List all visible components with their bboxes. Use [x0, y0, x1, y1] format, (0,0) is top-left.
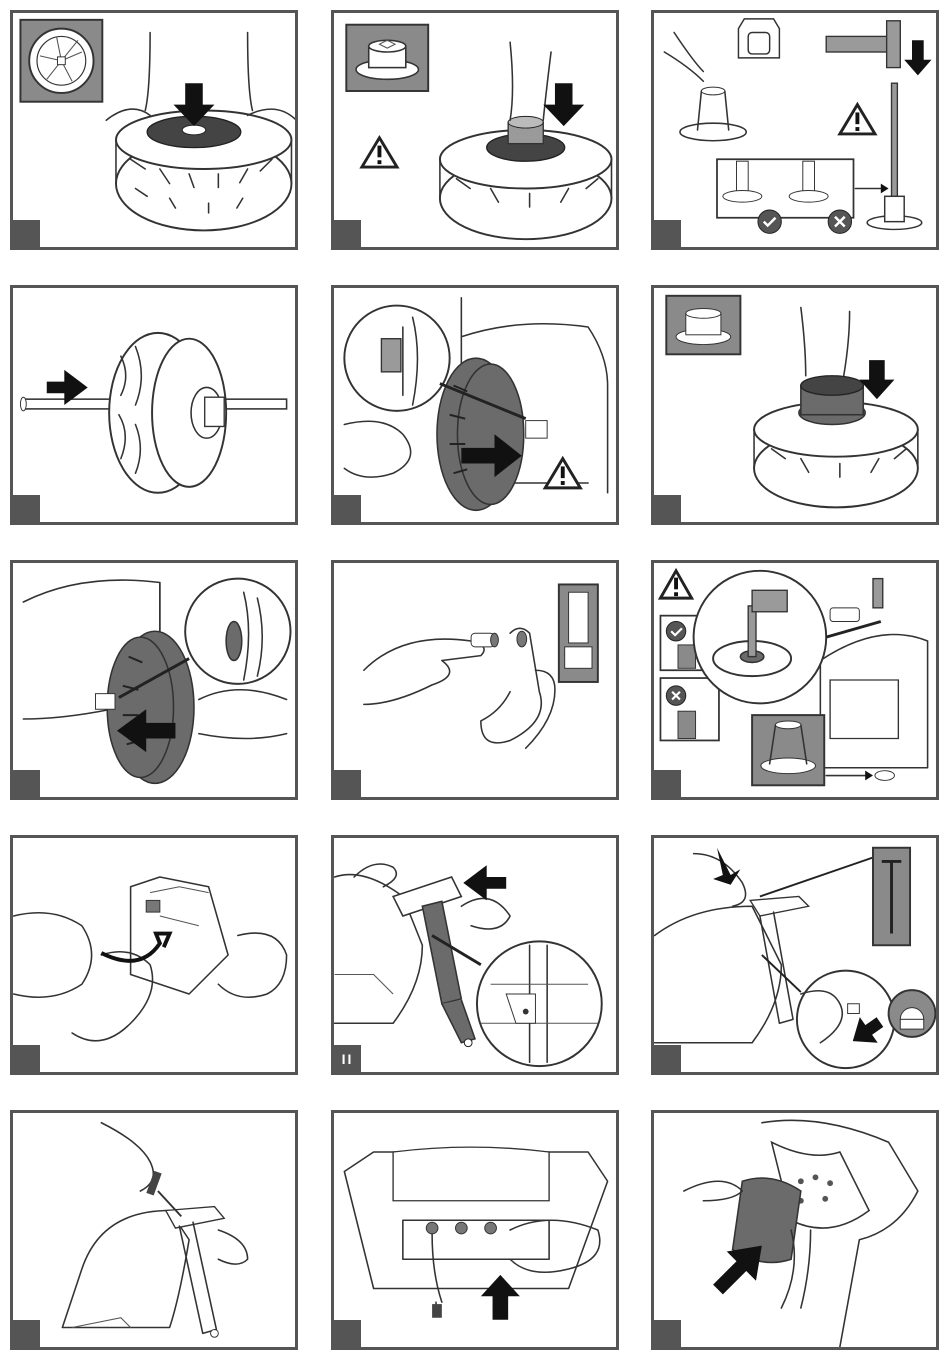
- mount-wheel-left-illustration: [13, 563, 295, 797]
- screw-bolt-illustration: [654, 838, 936, 1072]
- curved-arrow-icon: [101, 934, 169, 961]
- step-number-badge: [13, 1320, 40, 1347]
- steering-column-illustration: [334, 838, 616, 1072]
- step-panel-7: [10, 560, 298, 800]
- detail-zoom-circle: [797, 971, 895, 1069]
- wheel-nut-illustration: [334, 13, 616, 247]
- step-panel-1: [10, 10, 298, 250]
- mount-wheel-illustration: [334, 288, 616, 522]
- step-panel-8: [331, 560, 619, 800]
- step-number-badge: [13, 770, 40, 797]
- hands-cap-illustration: [334, 563, 616, 797]
- screwdriver-illustration: [13, 1113, 295, 1347]
- check-circle-icon: [666, 622, 686, 642]
- step-number-badge: [13, 1045, 40, 1072]
- step-panel-14: [331, 1110, 619, 1350]
- step-number-badge: [13, 220, 40, 247]
- connector-plug-illustration: [13, 838, 295, 1072]
- step-number-badge: [654, 770, 681, 797]
- step-number-badge: [13, 495, 40, 522]
- step-number-badge: II: [334, 1045, 361, 1072]
- hammer-cap-illustration: [654, 13, 936, 247]
- step-panel-9: [651, 560, 939, 800]
- step-number-badge: [334, 220, 361, 247]
- step-panel-13: [10, 1110, 298, 1350]
- axle-wheel-illustration: [13, 288, 295, 522]
- step-number-badge: [654, 220, 681, 247]
- down-arrow-icon: [543, 83, 584, 126]
- step-panel-2: [331, 10, 619, 250]
- step-number-badge: [334, 770, 361, 797]
- detail-zoom-circle: [477, 941, 602, 1066]
- wheel-hubcap-illustration: [13, 13, 295, 247]
- step-number-badge: [334, 1320, 361, 1347]
- step-panel-5: [331, 285, 619, 525]
- down-arrow-icon: [859, 360, 894, 399]
- step-number-badge: [654, 1320, 681, 1347]
- dashboard-plug-illustration: [334, 1113, 616, 1347]
- step-number-badge: [334, 495, 361, 522]
- down-arrow-icon: [904, 40, 931, 75]
- check-circle-icon: [758, 210, 781, 233]
- step-panel-10: [10, 835, 298, 1075]
- step-panel-3: [651, 10, 939, 250]
- step-panel-4: [10, 285, 298, 525]
- left-arrow-icon: [463, 865, 506, 900]
- hammer-wheel-cap-illustration: [654, 563, 936, 797]
- step-panel-12: [651, 835, 939, 1075]
- step-panel-6: [651, 285, 939, 525]
- up-arrow-icon: [481, 1275, 520, 1320]
- wheel-cap-illustration: [654, 288, 936, 522]
- step-panel-11: II: [331, 835, 619, 1075]
- step-panel-15: [651, 1110, 939, 1350]
- up-right-arrow-icon: [713, 1246, 762, 1295]
- step-number-badge: [654, 1045, 681, 1072]
- cover-panel-illustration: [654, 1113, 936, 1347]
- step-number-badge: [654, 495, 681, 522]
